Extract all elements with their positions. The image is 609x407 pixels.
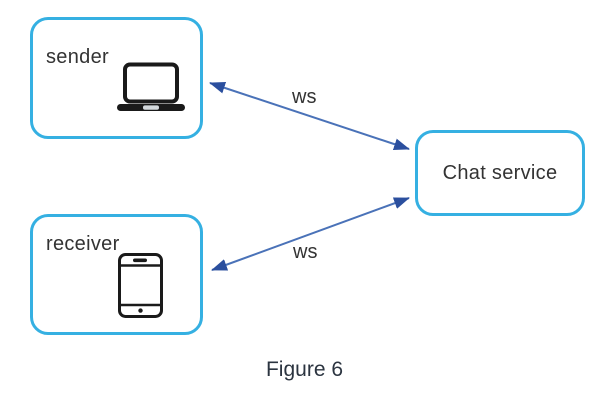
smartphone-icon: [118, 253, 163, 318]
edge-label-receiver-ws: ws: [293, 241, 318, 263]
chat-service-label: Chat service: [442, 161, 558, 184]
figure-caption: Figure 6: [265, 358, 344, 381]
node-sender: sender: [30, 17, 203, 139]
sender-label: sender: [46, 46, 109, 68]
laptop-icon: [117, 62, 185, 111]
receiver-label: receiver: [46, 233, 120, 255]
edge-label-sender-ws: ws: [292, 86, 317, 108]
node-chat-service: Chat service: [415, 130, 585, 216]
node-receiver: receiver: [30, 214, 203, 335]
